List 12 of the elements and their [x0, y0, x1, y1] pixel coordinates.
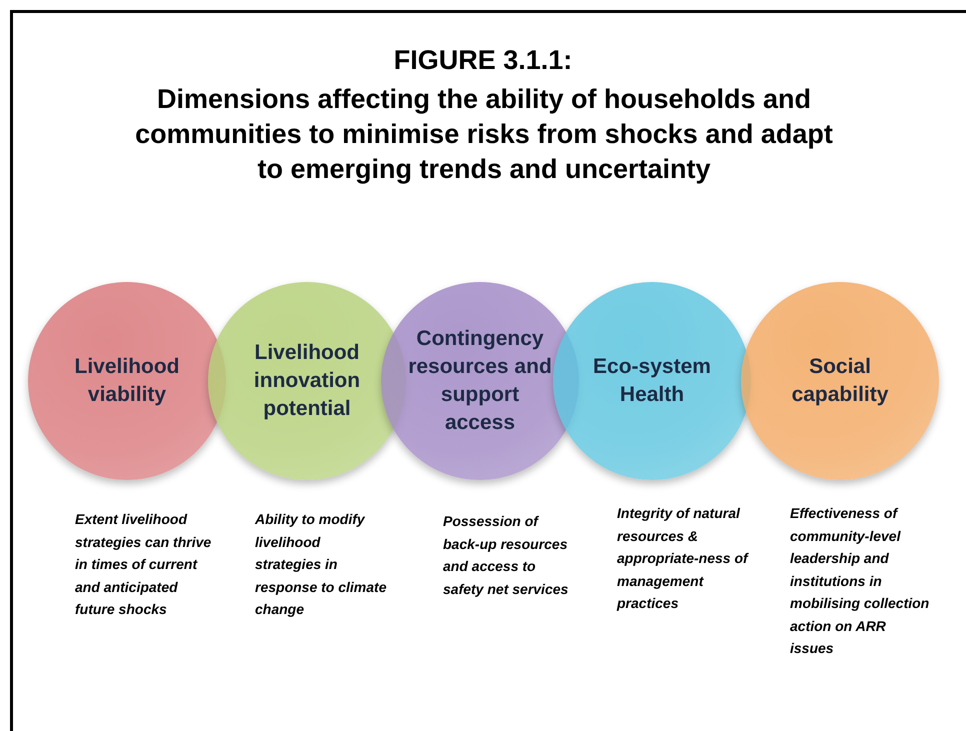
description-text: Extent livelihood strategies can thrive in times of current and anticipated future shocks — [75, 510, 212, 619]
dimension-label: Livelihood innovation potential — [252, 340, 362, 422]
dimension-label: Livelihood viability — [74, 354, 180, 408]
description-text: Integrity of natural resources & appropriate-ness of management practices — [617, 504, 750, 613]
description-text: Possession of back-up resources and access to safety net services — [443, 512, 570, 599]
figure-subtitle: Dimensions affecting the ability of households and communities to minimise risks from shocks and adapt to emerging trends and uncertainty — [134, 83, 834, 186]
description-text: Ability to modify livelihood strategies in response to climate change — [255, 510, 388, 619]
figure-title: FIGURE 3.1.1: — [392, 45, 574, 76]
description-text: Effectiveness of community-level leadership and institutions in mobilising collection action on ARR issues — [790, 504, 930, 658]
dimension-label: Social capability — [790, 354, 890, 408]
dimension-label: Eco-system Health — [592, 354, 712, 408]
dimension-label: Contingency resources and support access — [407, 326, 553, 436]
